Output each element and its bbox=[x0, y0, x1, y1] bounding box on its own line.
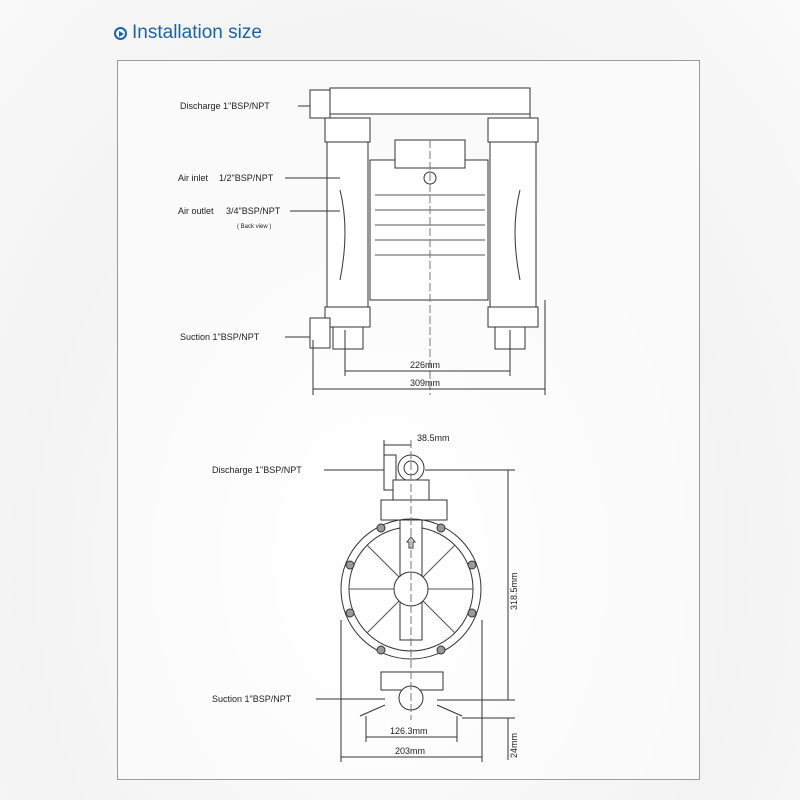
dim-38-5: 38.5mm bbox=[417, 433, 450, 443]
side-view-pump bbox=[316, 440, 515, 762]
dim-318-5: 318.5mm bbox=[509, 572, 519, 610]
dim-226: 226mm bbox=[410, 360, 440, 370]
front-discharge-label: Discharge 1"BSP/NPT bbox=[180, 101, 270, 111]
air-inlet-size: 1/2"BSP/NPT bbox=[219, 173, 274, 183]
side-suction-label: Suction 1"BSP/NPT bbox=[212, 694, 292, 704]
dim-24: 24mm bbox=[509, 733, 519, 758]
dim-126-3: 126.3mm bbox=[390, 726, 428, 736]
air-outlet-label: Air outlet bbox=[178, 206, 214, 216]
play-circle-icon bbox=[114, 26, 127, 40]
section-title: Installation size bbox=[114, 22, 262, 44]
back-view-note: ( Back view ) bbox=[237, 224, 271, 230]
dim-309: 309mm bbox=[410, 378, 440, 388]
air-inlet-label: Air inlet bbox=[178, 173, 209, 183]
front-view-pump bbox=[285, 87, 546, 395]
front-suction-label: Suction 1"BSP/NPT bbox=[180, 332, 260, 342]
side-discharge-label: Discharge 1"BSP/NPT bbox=[212, 465, 302, 475]
air-outlet-size: 3/4"BSP/NPT bbox=[226, 206, 281, 216]
title-text: Installation size bbox=[132, 22, 262, 43]
dim-203: 203mm bbox=[395, 746, 425, 756]
